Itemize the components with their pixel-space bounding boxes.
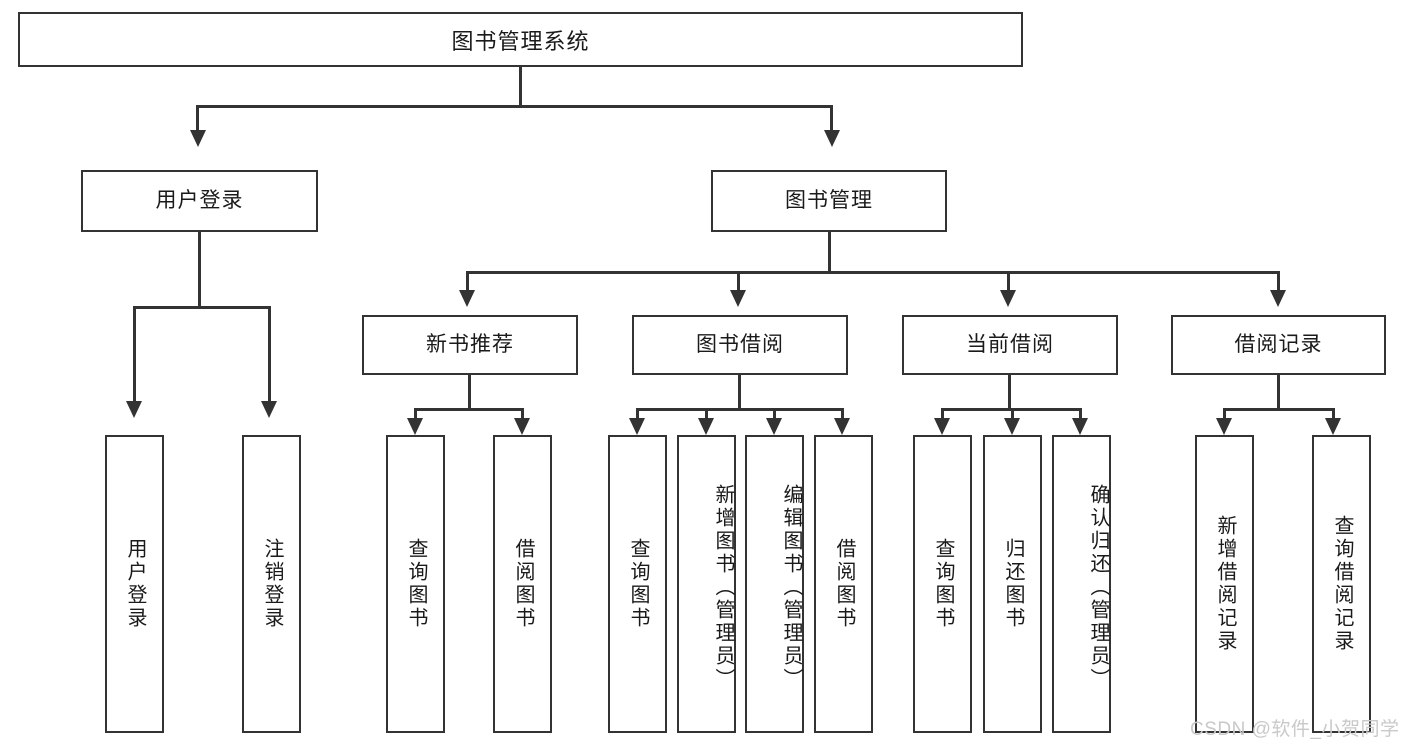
node-leaf-borrow-book-borrow[interactable]: 借阅图书 [814,435,873,733]
connector-user-login-stem [198,232,201,306]
connector-book-manage-stem [828,232,831,271]
arrow-book-borrow-to-leaf-3 [766,418,782,435]
node-label: 注销登录 [261,538,283,630]
connector-book-borrow-drop-4 [841,408,844,422]
arrow-current-borrow-to-leaf-1 [934,418,950,435]
arrow-book-manage-to-book-borrow [730,290,746,307]
arrow-book-manage-to-new-book-rec [459,290,475,307]
node-leaf-edit-book[interactable]: 编辑图书（管理员） [745,435,804,733]
connector-root-bus [196,105,833,108]
node-borrow-record[interactable]: 借阅记录 [1171,315,1386,375]
node-book-borrow[interactable]: 图书借阅 [632,315,848,375]
connector-user-login-drop-1 [133,306,136,405]
arrow-root-to-book-manage [824,130,840,147]
connector-new-book-rec-stem [468,375,471,408]
node-label: 查询借阅记录 [1331,515,1353,653]
node-label: 图书管理系统 [451,28,590,54]
connector-new-book-rec-drop-1 [414,408,417,422]
connector-book-borrow-drop-3 [773,408,776,422]
connector-root-to-book-manage [830,105,833,135]
connector-book-manage-drop-2 [737,271,740,294]
connector-borrow-record-drop-1 [1223,408,1226,422]
connector-root-stem [519,67,522,105]
node-label: 新增图书（管理员） [712,483,734,691]
connector-root-to-user-login [196,105,199,135]
connector-current-borrow-drop-3 [1079,408,1082,422]
node-label: 图书借阅 [696,333,784,357]
node-leaf-query-book-current[interactable]: 查询图书 [913,435,972,733]
node-label: 用户登录 [155,189,244,213]
connector-book-borrow-drop-2 [705,408,708,422]
node-label: 编辑图书（管理员） [780,483,802,691]
node-leaf-query-book-rec[interactable]: 查询图书 [386,435,445,733]
connector-book-manage-drop-1 [466,271,469,294]
node-leaf-confirm-return[interactable]: 确认归还（管理员） [1052,435,1111,733]
node-label: 借阅图书 [833,538,855,630]
arrow-user-login-to-leaf-1 [126,401,142,418]
connector-current-borrow-stem [1008,375,1011,408]
connector-book-manage-drop-4 [1277,271,1280,294]
connector-book-manage-bus [466,271,1280,274]
node-label: 借阅图书 [512,538,534,630]
node-label: 借阅记录 [1234,333,1323,357]
node-leaf-query-book-borrow[interactable]: 查询图书 [608,435,667,733]
node-leaf-return-book[interactable]: 归还图书 [983,435,1042,733]
node-label: 用户登录 [124,538,146,630]
watermark-text: CSDN @软件_小贺同学 [1190,719,1400,740]
node-leaf-query-record[interactable]: 查询借阅记录 [1312,435,1371,733]
connector-borrow-record-bus [1223,408,1335,411]
connector-borrow-record-drop-2 [1332,408,1335,422]
connector-book-borrow-drop-1 [636,408,639,422]
arrow-borrow-record-to-leaf-2 [1325,418,1341,435]
node-root-system[interactable]: 图书管理系统 [18,12,1023,67]
arrow-book-borrow-to-leaf-2 [698,418,714,435]
node-leaf-borrow-book-rec[interactable]: 借阅图书 [493,435,552,733]
node-leaf-add-book[interactable]: 新增图书（管理员） [677,435,736,733]
connector-current-borrow-drop-1 [941,408,944,422]
node-book-manage[interactable]: 图书管理 [711,170,947,232]
connector-book-borrow-bus [636,408,844,411]
node-label: 查询图书 [627,538,649,630]
node-label: 当前借阅 [966,333,1054,357]
arrow-user-login-to-leaf-2 [261,401,277,418]
connector-borrow-record-stem [1277,375,1280,408]
arrow-new-book-rec-to-leaf-2 [514,418,530,435]
connector-user-login-drop-2 [268,306,271,405]
arrow-current-borrow-to-leaf-3 [1072,418,1088,435]
node-leaf-user-login[interactable]: 用户登录 [105,435,164,733]
node-leaf-add-record[interactable]: 新增借阅记录 [1195,435,1254,733]
node-current-borrow[interactable]: 当前借阅 [902,315,1118,375]
arrow-book-borrow-to-leaf-1 [629,418,645,435]
node-leaf-user-logout[interactable]: 注销登录 [242,435,301,733]
node-label: 归还图书 [1002,538,1024,630]
connector-current-borrow-drop-2 [1011,408,1014,422]
arrow-book-borrow-to-leaf-4 [834,418,850,435]
connector-book-borrow-stem [738,375,741,408]
node-label: 查询图书 [932,538,954,630]
arrow-book-manage-to-borrow-record [1270,290,1286,307]
node-label: 新书推荐 [426,333,514,357]
node-label: 查询图书 [405,538,427,630]
node-label: 图书管理 [785,189,873,213]
arrow-current-borrow-to-leaf-2 [1004,418,1020,435]
node-label: 确认归还（管理员） [1087,483,1109,691]
arrow-borrow-record-to-leaf-1 [1216,418,1232,435]
connector-new-book-rec-bus [414,408,524,411]
connector-new-book-rec-drop-2 [521,408,524,422]
arrow-book-manage-to-current-borrow [1000,290,1016,307]
connector-book-manage-drop-3 [1007,271,1010,294]
node-new-book-rec[interactable]: 新书推荐 [362,315,578,375]
arrow-new-book-rec-to-leaf-1 [407,418,423,435]
node-user-login[interactable]: 用户登录 [81,170,318,232]
connector-user-login-bus [133,306,270,309]
node-label: 新增借阅记录 [1214,515,1236,653]
arrow-root-to-user-login [190,130,206,147]
